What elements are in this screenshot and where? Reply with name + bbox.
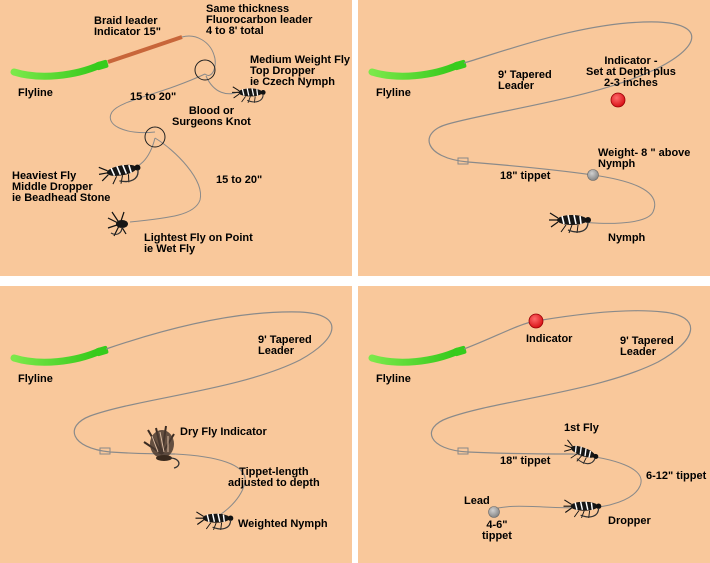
tippet-18-label: 18" tippet xyxy=(500,455,551,467)
knot-circle-top xyxy=(194,59,216,81)
middle-dropper-label: Heaviest Fly Middle Dropper ie Beadhead … xyxy=(12,170,111,204)
weighted-nymph-label: Weighted Nymph xyxy=(238,518,328,530)
double-nymph-drawing xyxy=(368,310,692,519)
panel-tandem-nymph-rig: Braid leader Indicator 15" Same thicknes… xyxy=(0,0,352,276)
tippet-knot xyxy=(457,157,469,165)
indicator-label: Indicator xyxy=(526,333,573,345)
fluoro-leader-line xyxy=(181,35,216,76)
dry-fly-indicator-label: Dry Fly Indicator xyxy=(180,426,267,438)
flyline-shape xyxy=(10,61,104,80)
tippet-depth-label: Tippet-length adjusted to depth xyxy=(228,466,320,489)
split-shot-weight xyxy=(587,169,599,181)
indicator-ball xyxy=(610,92,626,108)
dry-dropper-drawing xyxy=(10,311,333,531)
panel-double-nymph-indicator-rig: Flyline Indicator 9' Tapered Leader 1st … xyxy=(358,286,710,563)
flyline-shape xyxy=(368,61,462,80)
flyline-label: Flyline xyxy=(18,87,53,99)
flyline-label: Flyline xyxy=(376,373,411,385)
indicator-rig-drawing xyxy=(368,21,693,234)
fluorocarbon-leader-label: Same thickness Fluorocarbon leader 4 to … xyxy=(206,3,313,37)
leader-label: 9' Tapered Leader xyxy=(258,334,312,357)
leader-label: 9' Tapered Leader xyxy=(620,335,674,358)
tippet-line xyxy=(582,174,656,224)
flyline-shape xyxy=(368,347,462,366)
wet-fly xyxy=(107,211,128,237)
tandem-rig-drawing xyxy=(10,35,267,237)
lead-shot xyxy=(488,506,500,518)
knot-circle-middle xyxy=(144,126,166,148)
braid-leader-shape xyxy=(107,35,183,64)
dropper-label: Dropper xyxy=(608,515,651,527)
point-fly-label: Lightest Fly on Point ie Wet Fly xyxy=(144,232,253,255)
weight-label: Weight- 8 " above Nymph xyxy=(598,147,691,170)
leader-line xyxy=(428,21,693,176)
lead-label: Lead xyxy=(464,495,490,507)
top-dropper-label: Medium Weight Fly Top Dropper ie Czech N… xyxy=(250,54,351,88)
czech-nymph-fly xyxy=(231,86,267,104)
flyline-connector xyxy=(453,345,467,357)
dropper-fly xyxy=(562,499,603,519)
flyline-shape xyxy=(10,347,104,366)
tippet-label: 18" tippet xyxy=(500,170,551,182)
nymph-label: Nymph xyxy=(608,232,646,244)
tippet-line-upper xyxy=(572,453,642,509)
flyline-connector xyxy=(95,345,109,357)
indicator-ball xyxy=(528,313,544,329)
panel-indicator-nymph-rig: Flyline 9' Tapered Leader Indicator - Se… xyxy=(358,0,710,276)
tippet-line xyxy=(174,453,246,521)
length-label-upper: 15 to 20" xyxy=(130,91,177,103)
nymph-fly xyxy=(548,212,592,234)
weighted-nymph-fly xyxy=(194,511,235,531)
flyline-connector xyxy=(95,59,109,71)
leader-label: 9' Tapered Leader xyxy=(498,69,552,92)
flyline-connector xyxy=(453,59,467,71)
panel-dry-dropper-rig: Flyline 9' Tapered Leader Dry Fly Indica… xyxy=(0,286,352,563)
flyline-label: Flyline xyxy=(376,87,411,99)
tippet-knot xyxy=(99,447,111,455)
knot-label: Blood or Surgeons Knot xyxy=(172,105,251,128)
dry-fly-shape xyxy=(143,425,180,469)
length-label-lower: 15 to 20" xyxy=(216,174,263,186)
first-fly-label: 1st Fly xyxy=(564,422,599,434)
tippet-knot xyxy=(457,447,469,455)
indicator-label: Indicator - Set at Depth plus 2-3 inches xyxy=(586,55,676,89)
tippet-4-6-label: 4-6" tippet xyxy=(482,519,512,542)
tippet-6-12-label: 6-12" tippet xyxy=(646,470,707,482)
braid-leader-label: Braid leader Indicator 15" xyxy=(94,15,161,38)
leader-mid-line xyxy=(109,73,206,134)
leader-point-line xyxy=(129,137,201,223)
flyline-label: Flyline xyxy=(18,373,53,385)
